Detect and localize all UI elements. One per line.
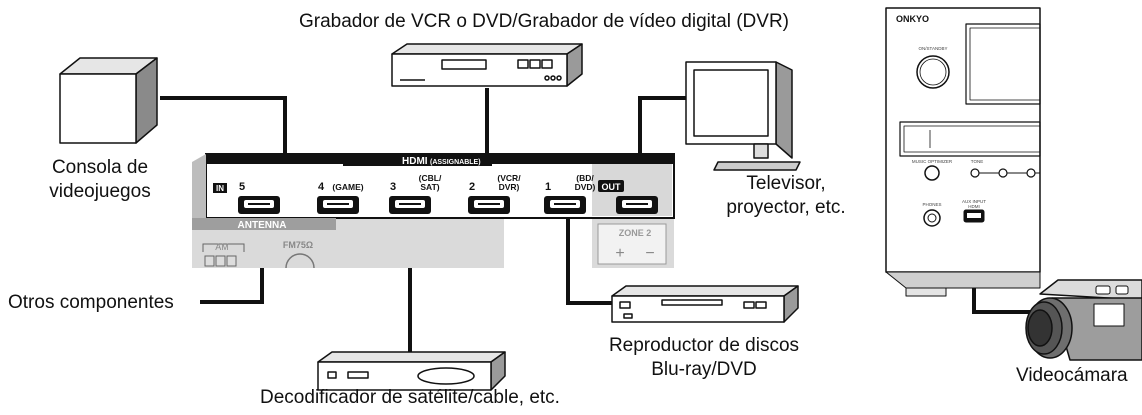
hdmi-in-port-1 (544, 196, 586, 214)
port-name-3-a: (CBL/ (419, 173, 442, 183)
receiver-front-panel (885, 7, 1041, 297)
hdmi-assignable-label: (ASSIGNABLE) (430, 159, 481, 166)
out-badge-bg (598, 180, 624, 192)
phones-label: PHONES (922, 202, 941, 207)
zone2-minus: − (645, 245, 654, 262)
out-badge: OUT (602, 182, 622, 192)
in-badge: IN (216, 184, 224, 193)
port-number-1: 1 (545, 181, 551, 193)
zone2-label: ZONE 2 (619, 228, 652, 238)
cable-bluray (566, 214, 612, 305)
hdmi-in-port-5 (238, 196, 280, 214)
optimizer-label: MUSIC OPTIMIZER (912, 159, 953, 164)
tone-label: TONE (971, 159, 983, 164)
port-number-5: 5 (239, 181, 245, 193)
aux-hdmi-label: HDMI (968, 204, 980, 209)
recorder-device (391, 43, 583, 87)
decoder-label: Decodificador de satélite/cable, etc. (260, 387, 560, 408)
hdmi-in-port-2 (468, 196, 510, 214)
port-name-1-a: (BD/ (576, 173, 594, 183)
port-name-3-b: SAT) (420, 182, 439, 192)
bluray-label-line2: Blu-ray/DVD (651, 359, 757, 380)
port-number-4: 4 (318, 181, 325, 193)
bluray-label-line1: Reproductor de discos (608, 335, 800, 356)
other-components-label: Otros componentes (8, 292, 174, 313)
zone2-plus: + (615, 245, 624, 262)
console-label-line2: videojuegos (49, 181, 151, 202)
receiver-rear-panel (192, 153, 675, 269)
port-name-1-b: DVD) (575, 182, 596, 192)
bluray-player (611, 285, 799, 323)
port-name-2-a: (VCR/ (497, 173, 521, 183)
am-label: AM (215, 242, 229, 252)
port-name-2-b: DVR) (499, 182, 520, 192)
aux-input-label: AUX INPUT (962, 199, 986, 204)
tv-label-line2: proyector, etc. (726, 197, 846, 218)
console-label-line1: Consola de (51, 157, 149, 178)
antenna-label: ANTENNA (238, 220, 287, 231)
hdmi-in-port-3 (389, 196, 431, 214)
camcorder (1025, 279, 1142, 361)
camcorder-label: Videocámara (1016, 365, 1128, 386)
hdmi-in-port-4 (317, 196, 359, 214)
port-name-4: (GAME) (332, 182, 363, 192)
standby-label: ON/STANDBY (919, 46, 948, 51)
hdmi-out-port (616, 196, 658, 214)
fm-label: FM75Ω (283, 240, 313, 250)
game-console-cube (59, 57, 158, 144)
port-number-3: 3 (390, 181, 396, 193)
tv-label-line1: Televisor, (746, 173, 826, 194)
decoder-device (317, 351, 506, 391)
port-number-2: 2 (469, 181, 475, 193)
recorder-label: Grabador de VCR o DVD/Grabador de vídeo … (298, 11, 789, 32)
television (685, 61, 801, 171)
onkyo-brand: ONKYO (896, 14, 929, 24)
hdmi-title: HDMI (402, 156, 428, 167)
